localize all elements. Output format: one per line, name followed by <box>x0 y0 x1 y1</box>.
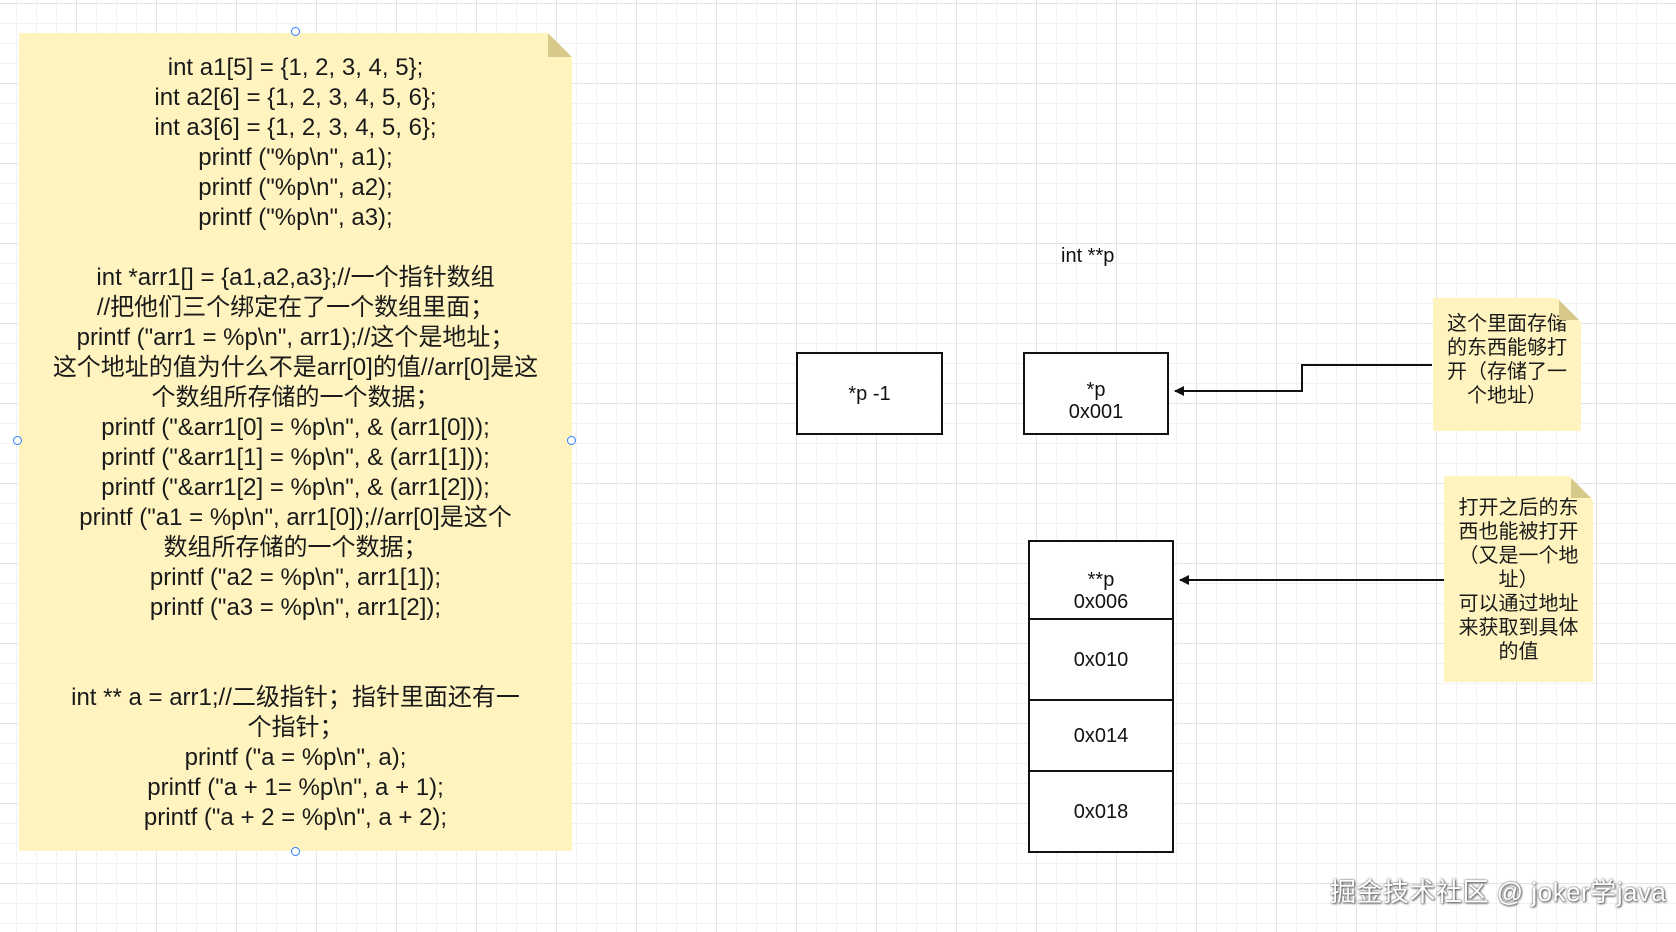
box-text: **p <box>1087 569 1115 591</box>
note-line: 的值 <box>1498 641 1539 663</box>
note-line: 个地址） <box>1467 385 1547 407</box>
box-p[interactable]: *p 0x001 <box>1023 352 1169 435</box>
box-addr-010[interactable]: 0x010 <box>1028 618 1174 701</box>
code-line: printf ("&arr1[0] = %p\n", & (arr1[0])); <box>101 414 490 441</box>
code-lines: int a1[5] = {1, 2, 3, 4, 5}; int a2[6] =… <box>19 53 572 833</box>
code-line: printf ("%p\n", a1); <box>198 144 393 171</box>
code-line: 个指针； <box>247 714 344 741</box>
note-line: 的东西能够打 <box>1447 337 1567 359</box>
code-line: printf ("arr1 = %p\n", arr1);//这个是地址； <box>76 324 515 351</box>
box-address: 0x001 <box>1068 400 1124 423</box>
code-line: int a3[6] = {1, 2, 3, 4, 5, 6}; <box>154 114 437 141</box>
sticky-note-open-again[interactable]: 打开之后的东 西也能被打开 （又是一个地 址） 可以通过地址 来获取到具体 的值 <box>1444 476 1593 682</box>
code-line: printf ("&arr1[1] = %p\n", & (arr1[1])); <box>101 444 490 471</box>
pointer-label[interactable]: int **p <box>1061 245 1115 267</box>
code-line: printf ("a3 = %p\n", arr1[2]); <box>149 594 442 621</box>
box-pp[interactable]: **p 0x006 <box>1028 540 1174 620</box>
note-line: 可以通过地址 <box>1458 593 1579 615</box>
code-line: 数组所存储的一个数据； <box>163 534 428 561</box>
box-address: 0x010 <box>1073 648 1129 671</box>
code-line: printf ("a + 2 = %p\n", a + 2); <box>143 804 448 831</box>
note-line: 这个里面存储 <box>1447 313 1567 335</box>
code-line: printf ("%p\n", a2); <box>198 174 393 201</box>
code-line: printf ("a + 1= %p\n", a + 1); <box>147 774 444 801</box>
box-addr-014[interactable]: 0x014 <box>1028 699 1174 772</box>
watermark: 掘金技术社区 @ joker学java <box>1330 877 1667 907</box>
note-line: （又是一个地 <box>1458 545 1579 567</box>
note-fold-corner <box>1559 298 1581 320</box>
box-address: 0x006 <box>1073 591 1129 613</box>
note-line: 打开之后的东 <box>1458 497 1579 519</box>
resize-handle-right[interactable] <box>567 436 576 445</box>
code-line: printf ("%p\n", a3); <box>198 204 393 231</box>
connector-arrow-note1 <box>1174 364 1432 396</box>
box-text: *p -1 <box>848 382 891 405</box>
code-line <box>19 653 572 683</box>
code-line <box>19 233 572 263</box>
note-fold-corner <box>1571 476 1593 498</box>
code-line: int *arr1[] = {a1,a2,a3};//一个指针数组 <box>96 264 495 291</box>
code-line: int ** a = arr1;//二级指针；指针里面还有一 <box>71 684 520 711</box>
code-line: printf ("a2 = %p\n", arr1[1]); <box>149 564 442 591</box>
sticky-note-stores-address[interactable]: 这个里面存储 的东西能够打 开（存储了一 个地址） <box>1433 298 1581 431</box>
code-line: int a1[5] = {1, 2, 3, 4, 5}; <box>167 54 424 81</box>
note-line: 来获取到具体 <box>1458 617 1579 639</box>
code-line: 这个地址的值为什么不是arr[0]的值//arr[0]是这 <box>52 354 539 381</box>
resize-handle-left[interactable] <box>13 436 22 445</box>
code-line: printf ("a = %p\n", a); <box>184 744 407 771</box>
box-addr-018[interactable]: 0x018 <box>1028 770 1174 853</box>
code-line <box>19 623 572 653</box>
code-line: int a2[6] = {1, 2, 3, 4, 5, 6}; <box>154 84 437 111</box>
note-line: 西也能被打开 <box>1458 521 1579 543</box>
note-line: 址） <box>1498 569 1539 591</box>
note-fold-corner <box>548 33 572 57</box>
code-line: printf ("&arr1[2] = %p\n", & (arr1[2])); <box>101 474 490 501</box>
code-line: //把他们三个绑定在了一个数组里面； <box>96 294 495 321</box>
box-address: 0x018 <box>1073 800 1129 823</box>
resize-handle-bottom[interactable] <box>291 847 300 856</box>
note-line: 开（存储了一 <box>1447 361 1567 383</box>
code-sticky-note[interactable]: int a1[5] = {1, 2, 3, 4, 5}; int a2[6] =… <box>19 33 572 851</box>
box-address: 0x014 <box>1073 724 1129 747</box>
box-p-minus-1[interactable]: *p -1 <box>796 352 943 435</box>
resize-handle-top[interactable] <box>291 27 300 36</box>
code-line: printf ("a1 = %p\n", arr1[0]);//arr[0]是这… <box>79 504 512 531</box>
box-text: *p <box>1086 378 1106 401</box>
code-line: 个数组所存储的一个数据； <box>151 384 440 411</box>
